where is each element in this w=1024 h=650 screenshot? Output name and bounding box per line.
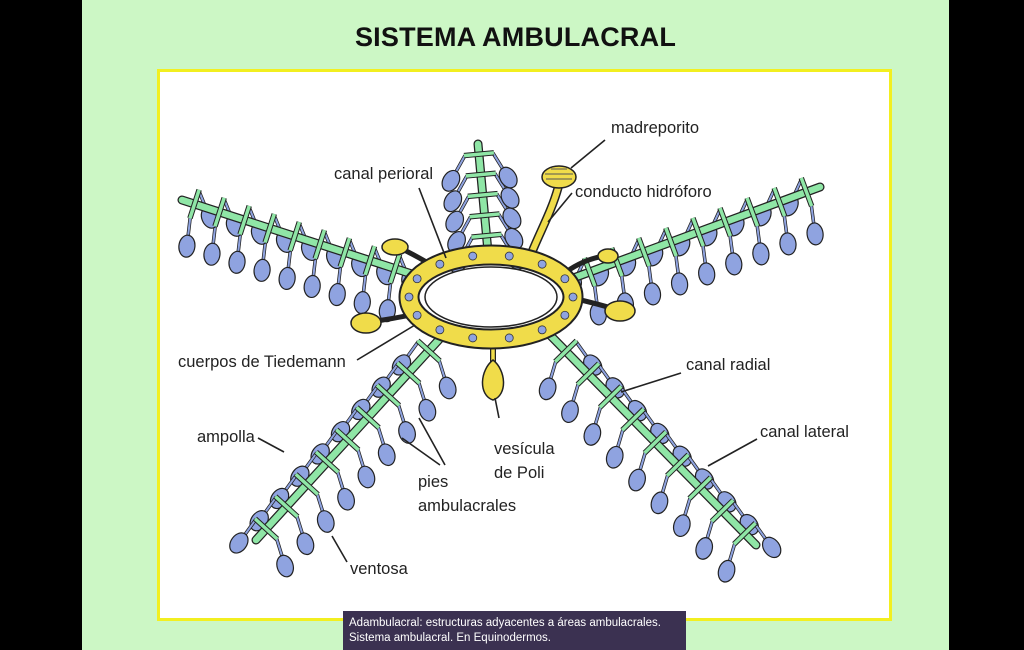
label-cuerpos-tiedemann: cuerpos de Tiedemann [178,353,346,371]
tube-foot-icon [650,491,669,515]
slide-title: SISTEMA AMBULACRAL [354,22,677,52]
stone-canal [527,183,563,257]
arm-lower-left [229,328,457,578]
caption-line2: Sistema ambulacral. En Equinodermos. [349,632,551,644]
tube-foot-icon [303,274,321,299]
tube-foot-icon [441,169,461,192]
tube-foot-icon [806,222,824,246]
tube-foot-icon [229,532,249,554]
tube-foot-icon [628,468,646,492]
tube-foot-icon [538,377,557,401]
tube-foot-icon [418,398,437,422]
label-vesicula-line1: vesícula [494,440,555,458]
label-canal-lateral: canal lateral [760,423,849,441]
tube-foot-icon [752,242,770,266]
leader-lines [257,139,758,563]
label-canal-radial: canal radial [686,356,770,374]
tube-foot-icon [353,291,371,315]
tube-foot-icon [717,559,736,583]
label-ventosa: ventosa [350,560,409,578]
tube-foot-icon [643,282,662,306]
tube-foot-icon [276,554,295,578]
ring-canal [398,244,584,350]
tube-foot-icon [779,232,797,256]
tube-foot-icon [498,166,518,189]
label-vesicula-line2: de Poli [494,464,544,482]
label-ampolla: ampolla [197,428,256,446]
tube-foot-icon [583,423,602,446]
arm-lower-right [538,328,782,583]
tube-foot-icon [443,190,463,213]
tube-foot-icon [672,514,691,537]
tube-foot-icon [178,234,196,258]
tube-foot-icon [761,536,782,559]
tube-foot-icon [561,400,579,424]
tube-foot-icon [228,250,246,274]
tube-foot-icon [357,465,376,489]
diagram-frame [157,69,892,621]
tube-foot-icon [605,445,624,469]
tube-foot-icon [438,376,457,400]
diagram-labels: madreporito canal perioral conducto hidr… [178,119,849,578]
tube-foot-icon [296,532,315,556]
madreporite-icon [541,165,577,189]
tube-foot-icon [278,266,296,290]
radial-arms [177,139,825,583]
tube-foot-icon [725,252,743,276]
tube-foot-icon [337,487,355,511]
label-pies-line1: pies [418,473,448,491]
caption-box: Adambulacral: estructuras adyacentes a á… [343,611,686,650]
tube-foot-icon [328,282,346,307]
tube-foot-icon [502,207,522,230]
tube-foot-icon [670,272,689,296]
label-pies-line2: ambulacrales [418,497,516,515]
label-conducto-hidroforo: conducto hidróforo [575,183,712,201]
tube-foot-icon [698,262,716,286]
tube-foot-icon [695,537,714,560]
arm-upper-left [177,188,420,323]
label-madreporito: madreporito [611,119,699,137]
tube-foot-icon [316,510,335,533]
tube-foot-icon [203,242,221,266]
tube-foot-icon [445,210,465,233]
tube-foot-icon [377,443,396,467]
tube-foot-icon [253,258,271,282]
label-canal-perioral: canal perioral [334,165,433,183]
caption-line1: Adambulacral: estructuras adyacentes a á… [349,617,661,629]
tube-foot-icon [500,187,520,209]
